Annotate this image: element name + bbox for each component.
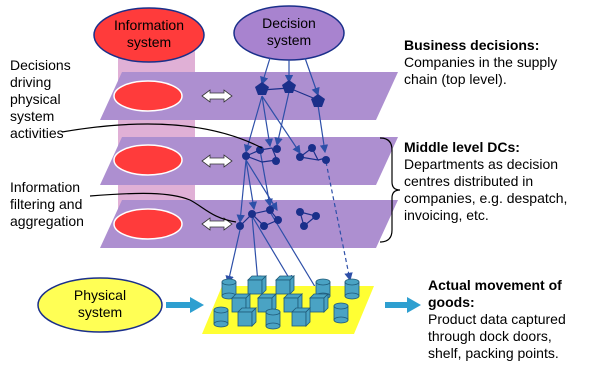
- double-arrow-icon: [201, 217, 233, 231]
- physical-system-label-1: Physical: [74, 287, 126, 303]
- box-icon: [309, 293, 329, 313]
- note-title: Actual movement of: [428, 277, 562, 293]
- box-icon: [257, 293, 277, 313]
- cylinder-icon: [333, 302, 349, 324]
- dashed-arrow: [325, 161, 353, 282]
- pentagon-node-icon: [311, 94, 325, 107]
- physical-system-label-2: system: [78, 304, 122, 320]
- middle-level-note: Middle level DCs: Departments as decisio…: [404, 139, 567, 223]
- decision-arrows: [225, 57, 329, 297]
- circle-node-icon: [273, 145, 281, 153]
- decisions-driving-note: Decisions driving physical system activi…: [10, 57, 71, 141]
- note-line: aggregation: [10, 213, 84, 229]
- circle-node-icon: [296, 153, 304, 161]
- decision-system-label-2: system: [267, 32, 311, 48]
- note-title: goods:: [428, 294, 475, 310]
- decision-system-label-1: Decision: [262, 15, 316, 31]
- top-level-nodes: [255, 80, 325, 107]
- information-system-label-2: system: [127, 34, 171, 50]
- note-line: chain (top level).: [404, 71, 507, 87]
- cylinder-icon: [213, 306, 229, 328]
- decisions-callout-line: [61, 123, 263, 149]
- circle-node-icon: [266, 206, 274, 214]
- note-line: filtering and: [10, 196, 82, 212]
- cylinder-icon: [265, 308, 281, 330]
- plane-top-info-oval: [113, 80, 183, 112]
- note-line: physical: [10, 91, 61, 107]
- note-line: companies, e.g. despatch,: [404, 190, 567, 206]
- note-line: driving: [10, 74, 51, 90]
- circle-node-icon: [300, 222, 308, 230]
- box-icon: [275, 275, 295, 295]
- circle-node-icon: [242, 152, 250, 160]
- decision-system-oval: Decision system: [233, 5, 345, 61]
- note-title: Middle level DCs:: [404, 139, 520, 155]
- middle-level-nodes: [242, 144, 330, 165]
- plane-top: [100, 72, 398, 120]
- note-line: Product data captured: [428, 311, 566, 327]
- double-arrow-icon: [201, 89, 233, 103]
- plane-bottom-info-oval: [113, 208, 183, 240]
- box-icon: [283, 293, 303, 313]
- information-system-label-1: Information: [114, 17, 184, 33]
- circle-node-icon: [322, 156, 330, 164]
- note-line: through dock doors,: [428, 328, 552, 344]
- information-system-oval: Information system: [93, 7, 205, 63]
- physical-items: [213, 275, 360, 330]
- note-line: Companies in the supply: [404, 54, 557, 70]
- circle-node-icon: [312, 212, 320, 220]
- box-icon: [291, 307, 311, 327]
- circle-node-icon: [274, 216, 282, 224]
- box-icon: [247, 275, 267, 295]
- right-arrow-icon: [385, 297, 421, 313]
- physical-system-oval: Physical system: [37, 277, 163, 333]
- circle-node-icon: [308, 144, 316, 152]
- note-line: Information: [10, 179, 80, 195]
- note-line: activities: [10, 125, 64, 141]
- circle-node-icon: [260, 222, 268, 230]
- plane-middle-info-oval: [113, 144, 183, 176]
- pentagon-node-icon: [255, 82, 269, 95]
- note-line: shelf, packing points.: [428, 345, 559, 361]
- circle-node-icon: [236, 222, 244, 230]
- circle-node-icon: [248, 210, 256, 218]
- note-line: invoicing, etc.: [404, 207, 489, 223]
- note-line: centres distributed in: [404, 173, 533, 189]
- pentagon-node-icon: [282, 80, 296, 93]
- cylinder-icon: [221, 278, 237, 300]
- right-arrow-icon: [166, 297, 204, 313]
- actual-movement-note: Actual movement of goods: Product data c…: [428, 277, 566, 361]
- filtering-callout-line: [89, 192, 237, 223]
- note-line: Decisions: [10, 57, 71, 73]
- business-decisions-note: Business decisions: Companies in the sup…: [404, 37, 557, 87]
- double-arrow-icon: [201, 154, 233, 168]
- box-icon: [237, 307, 257, 327]
- note-title: Business decisions:: [404, 37, 539, 53]
- note-line: Departments as decision: [404, 156, 558, 172]
- circle-node-icon: [272, 157, 280, 165]
- information-filtering-note: Information filtering and aggregation: [10, 179, 84, 229]
- middle-level-bracket: [379, 137, 401, 243]
- circle-node-icon: [296, 208, 304, 216]
- cylinder-icon: [344, 278, 360, 300]
- plane-bottom: [100, 200, 398, 248]
- bottom-level-nodes: [236, 206, 320, 230]
- note-line: system: [10, 108, 54, 124]
